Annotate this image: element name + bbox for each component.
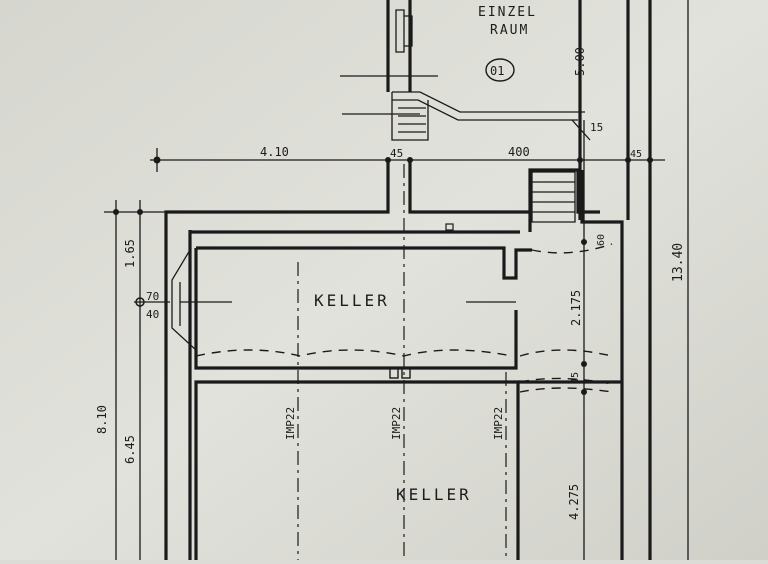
imp-left-label: IMP22 [284,407,297,440]
dim-410: 4.10 [260,145,289,159]
imp-mid-label: IMP22 [390,407,403,440]
dim-45-top: 45 [390,147,403,160]
top-dimension-chain [150,119,665,172]
dim-45-right: 45 [630,149,642,160]
dim-645: 6.45 [123,435,137,464]
room-labels: EINZEL RAUM 01 KELLER KELLER [314,5,537,504]
dim-4275: 4.275 [567,484,581,520]
einzelraum-label-2: RAUM [490,23,529,38]
dim-40: 40 [146,308,159,321]
lower-keller-room [194,367,622,560]
keller-lower-label: KELLER [396,485,472,504]
dim-400: 400 [508,145,530,159]
upper-keller-room [171,223,613,370]
dim-500: 5.00 [573,47,587,76]
dim-810: 8.10 [95,405,109,434]
dim-1340: 13.40 [671,243,686,282]
left-dimension-lines [104,200,170,560]
dim-15: 15 [590,121,603,134]
dim-2175: 2.175 [569,290,583,326]
room-number: 01 [490,64,504,78]
basement-outer-walls [164,160,624,560]
axis-lines [297,164,507,560]
dim-70: 70 [146,290,159,303]
right-dimension-lines [581,0,689,560]
upper-room-walls [340,0,652,560]
dimension-labels: 4.10 45 400 45 15 5.00 13.40 1.65 70 40 … [95,47,686,520]
keller-upper-label: KELLER [314,291,390,310]
imp-right-label: IMP22 [492,407,505,440]
room-number-circle [485,58,515,82]
dim-60: 60 [596,234,607,246]
imp-labels: IMP22 IMP22 IMP22 [284,407,505,440]
dim-165: 1.65 [123,239,137,268]
dim-45-mid: 45 [570,372,581,384]
einzelraum-label-1: EINZEL [478,5,537,20]
